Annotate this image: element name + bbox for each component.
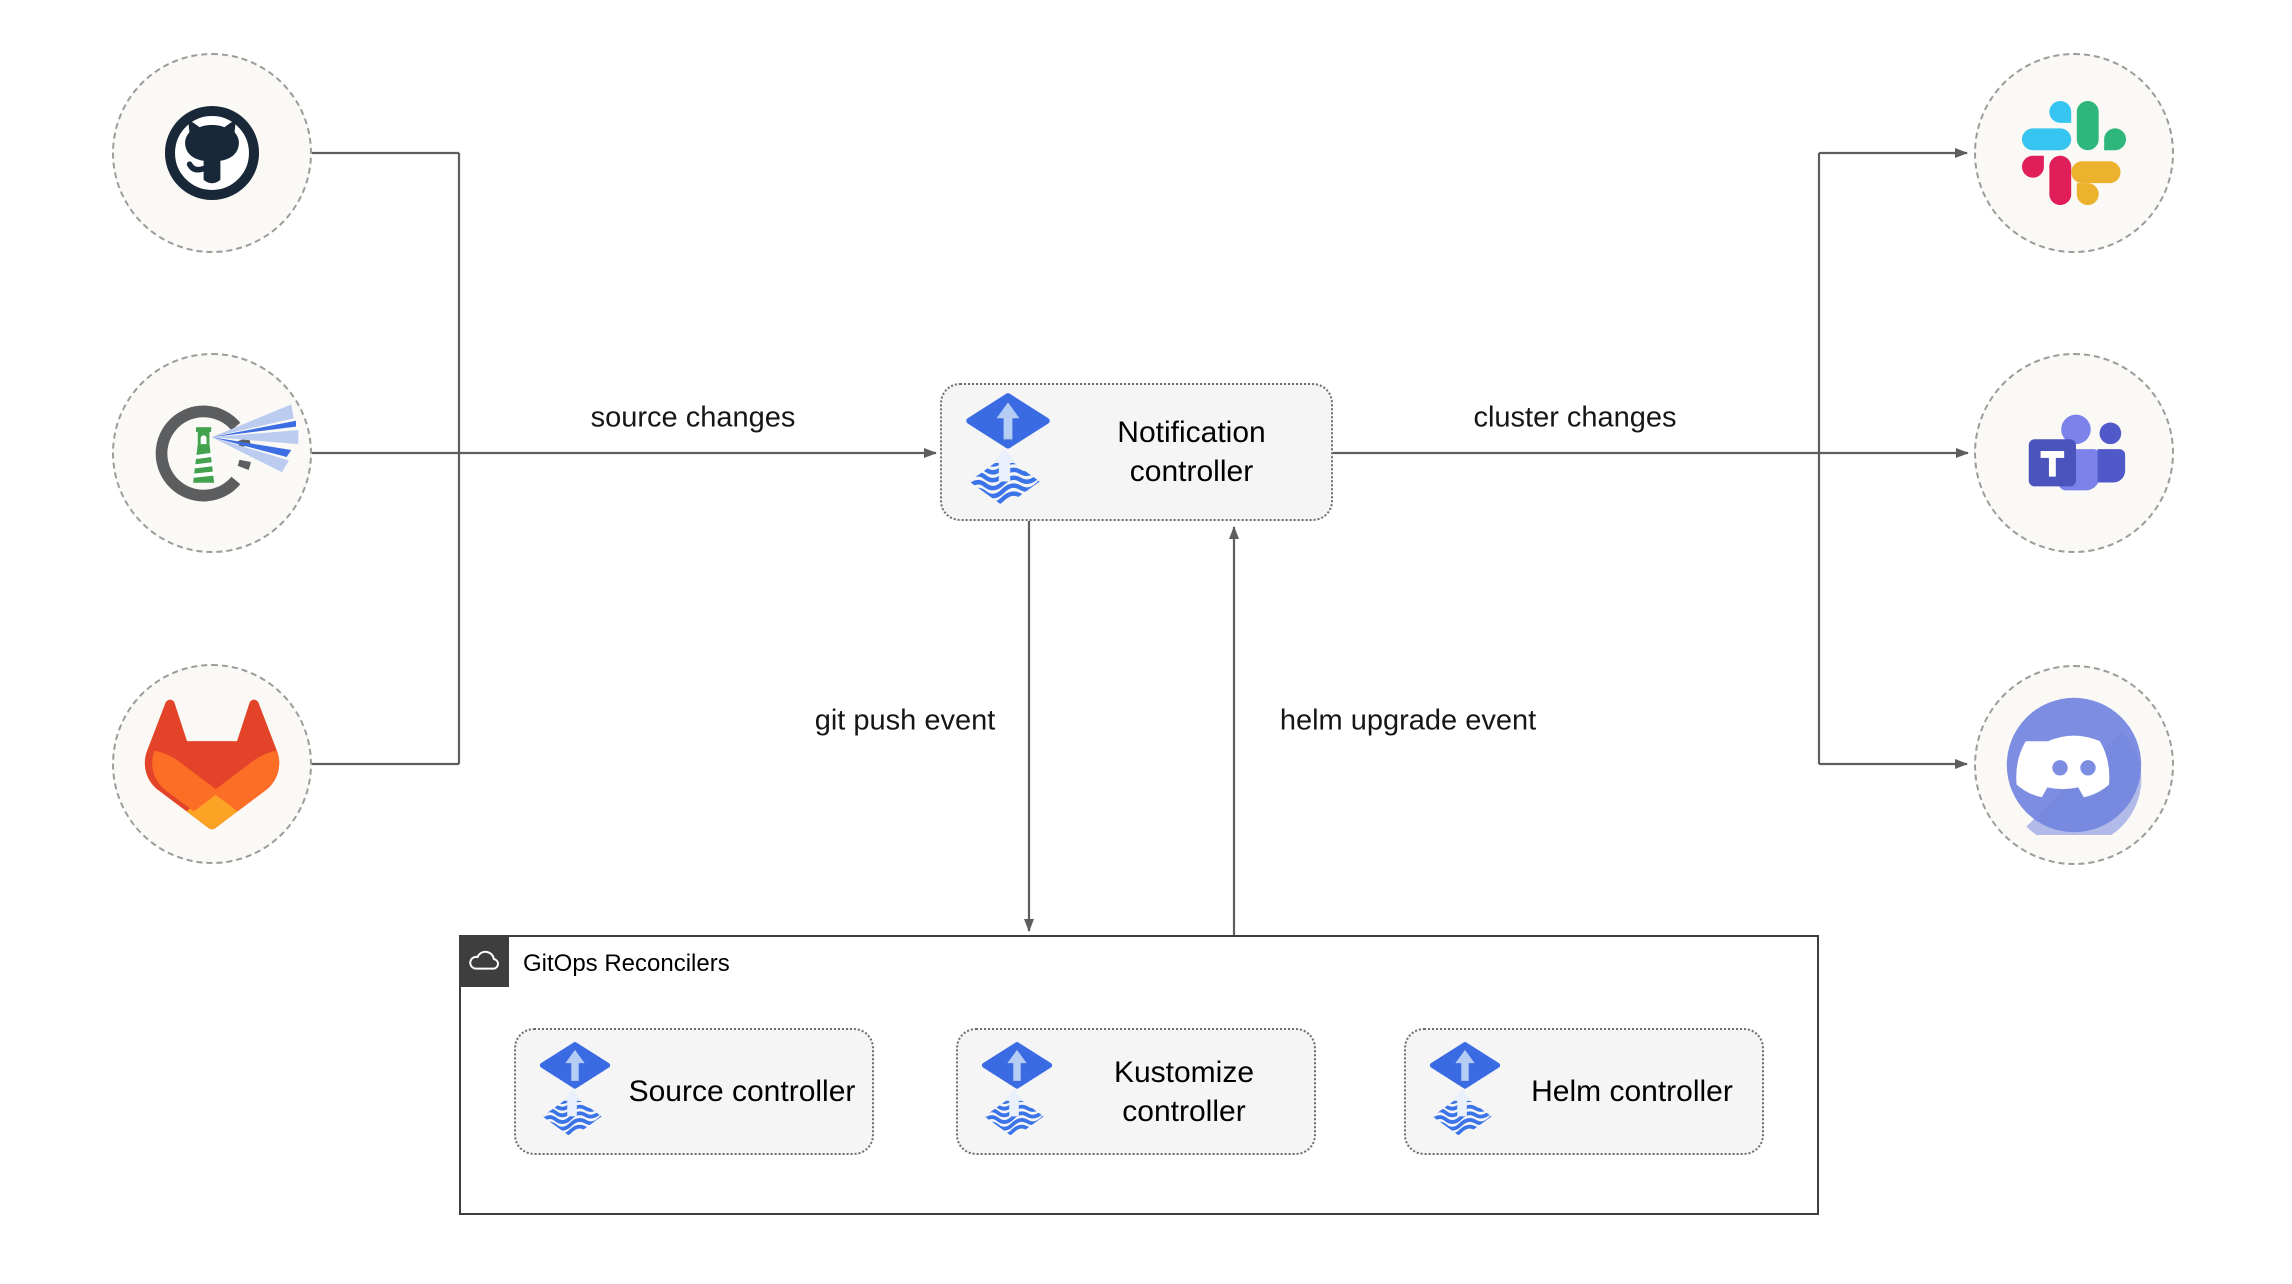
node-notification-controller: Notification controller bbox=[940, 383, 1333, 521]
flux-icon bbox=[1428, 1040, 1502, 1144]
node-kustomize-controller: Kustomize controller bbox=[956, 1028, 1316, 1155]
endpoint-harbor bbox=[112, 353, 312, 553]
node-source-controller-label: Source controller bbox=[628, 1075, 856, 1108]
harbor-icon bbox=[155, 403, 299, 501]
flux-icon bbox=[980, 1040, 1054, 1144]
flux-icon bbox=[964, 391, 1052, 514]
ms-teams-icon bbox=[2028, 414, 2126, 491]
endpoint-github bbox=[112, 53, 312, 253]
discord-icon bbox=[2006, 697, 2142, 835]
flux-icon bbox=[538, 1040, 612, 1144]
group-gitops-reconcilers-label: GitOps Reconcilers bbox=[523, 950, 730, 977]
cloud-icon bbox=[468, 950, 499, 970]
edge-label-cluster-changes: cluster changes bbox=[1473, 401, 1677, 434]
endpoint-discord bbox=[1974, 665, 2174, 865]
slack-icon bbox=[2022, 101, 2126, 205]
group-header bbox=[458, 934, 509, 987]
node-notification-controller-label: Notification controller bbox=[1117, 416, 1266, 488]
endpoint-ms-teams bbox=[1974, 353, 2174, 553]
edge-label-source-changes: source changes bbox=[590, 401, 796, 434]
node-helm-controller: Helm controller bbox=[1404, 1028, 1764, 1155]
edge-label-helm-upgrade-event: helm upgrade event bbox=[1279, 704, 1537, 737]
group-gitops-reconcilers: GitOps Reconcilers Source controller Kus… bbox=[458, 934, 1819, 1215]
node-helm-controller-label: Helm controller bbox=[1531, 1075, 1733, 1108]
endpoint-gitlab bbox=[112, 664, 312, 864]
endpoint-slack bbox=[1974, 53, 2174, 253]
node-source-controller: Source controller bbox=[514, 1028, 874, 1155]
node-kustomize-controller-label: Kustomize controller bbox=[1113, 1055, 1255, 1128]
github-icon bbox=[164, 105, 260, 201]
gitlab-icon bbox=[144, 699, 280, 829]
edge-label-git-push-event: git push event bbox=[814, 704, 996, 737]
